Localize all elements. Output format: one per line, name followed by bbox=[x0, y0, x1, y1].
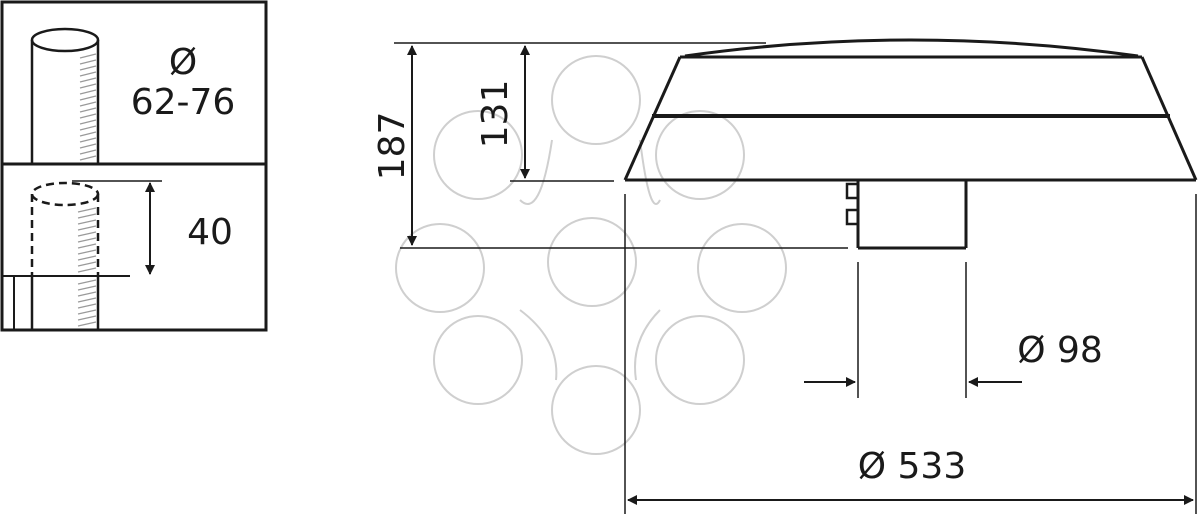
luminaire-body bbox=[623, 55, 1198, 182]
spigot-diameter-value: Ø 98 bbox=[1017, 330, 1103, 371]
mount-diameter-range: 62-76 bbox=[131, 82, 236, 123]
height-dimensions bbox=[394, 42, 848, 249]
luminaire-dome bbox=[684, 38, 1139, 58]
overall-diameter-value: Ø 533 bbox=[858, 446, 967, 487]
luminaire-spigot bbox=[845, 180, 968, 250]
mount-diameter-symbol: Ø bbox=[169, 42, 197, 83]
luminaire-side-view bbox=[623, 38, 1198, 250]
watermark-logo bbox=[395, 55, 787, 455]
mount-detail-panel: Ø 62-76 bbox=[0, 0, 268, 332]
body-height-value: 131 bbox=[475, 80, 516, 149]
overall-height-value: 187 bbox=[372, 112, 413, 181]
pole-top bbox=[30, 27, 100, 164]
overall-diameter-dimension bbox=[624, 194, 1197, 514]
spigot-diameter-dimension bbox=[804, 262, 1022, 398]
insertion-depth-value: 40 bbox=[187, 212, 233, 253]
pole-insertion bbox=[2, 180, 162, 330]
